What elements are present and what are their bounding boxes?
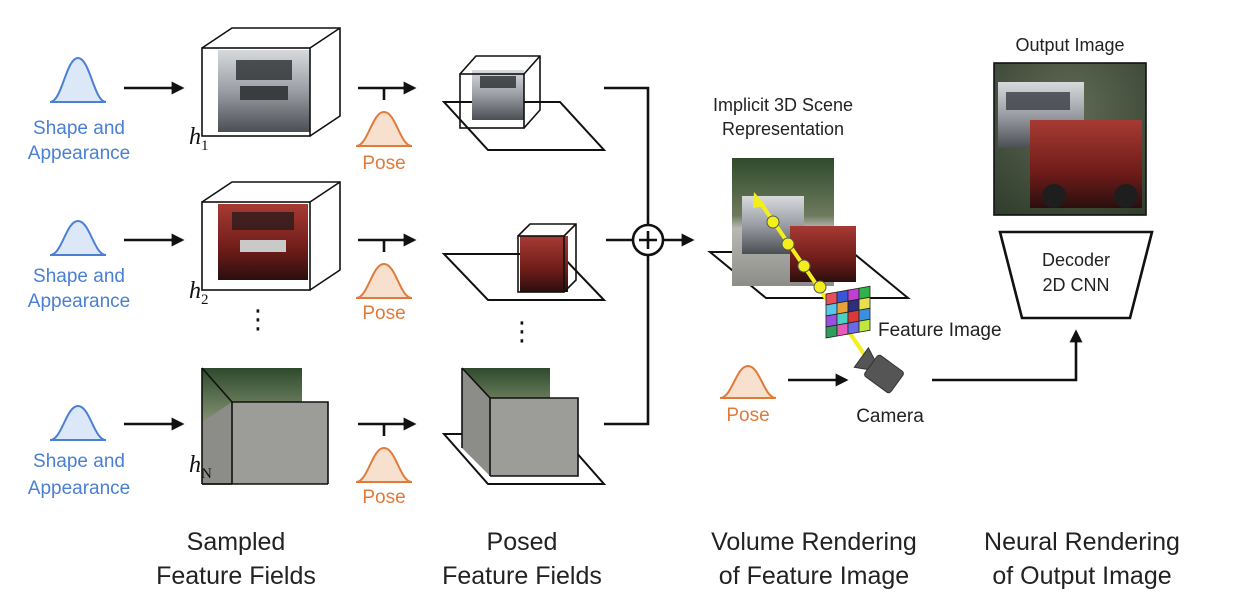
- feature-image-label: Feature Image: [878, 320, 1002, 341]
- decoder-label-line1: Decoder: [1042, 250, 1110, 270]
- stage-caption-sampled-line1: Sampled: [187, 528, 286, 556]
- pose-row-3: Pose: [355, 417, 417, 508]
- pose-label: Pose: [362, 153, 405, 174]
- shape-appearance-row-3: Shape and Appearance: [28, 404, 130, 499]
- stage-caption-sampled-line2: Feature Fields: [156, 562, 316, 590]
- camera-icon: [853, 346, 904, 394]
- arrow: [932, 329, 1083, 382]
- pose-gaussian-icon: [355, 446, 413, 483]
- pose-gaussian-icon: [719, 364, 777, 399]
- camera-pose: Pose: [719, 364, 849, 426]
- shape-appearance-label-line1: Shape and: [33, 118, 125, 139]
- shape-appearance-label-line2: Appearance: [28, 478, 130, 499]
- shape-appearance-label-line1: Shape and: [33, 451, 125, 472]
- pose-label: Pose: [726, 405, 769, 426]
- sampled-field-1: [201, 27, 341, 137]
- sum-operator-icon: [631, 223, 665, 257]
- stage-caption-neural-line2: of Output Image: [992, 562, 1171, 590]
- shape-appearance-row-2: Shape and Appearance: [28, 219, 130, 312]
- latent-h1: h1: [189, 124, 209, 154]
- pose-label: Pose: [362, 487, 405, 508]
- feature-image-grid: [825, 285, 871, 339]
- stage-caption-neural-line1: Neural Rendering: [984, 528, 1180, 556]
- decoder-block: Decoder 2D CNN: [998, 230, 1154, 320]
- sampled-field-3: [201, 367, 329, 485]
- sampled-field-2: [201, 181, 341, 291]
- ellipsis-vertical: ⋮: [509, 316, 535, 346]
- feature-grid-cell: [825, 324, 838, 339]
- decoder-label-line2: 2D CNN: [1042, 275, 1109, 295]
- pose-gaussian-icon: [355, 262, 413, 299]
- gaussian-icon: [49, 219, 107, 256]
- gaussian-icon: [49, 404, 107, 441]
- red-car-image: [790, 226, 856, 282]
- shape-appearance-label-line2: Appearance: [28, 143, 130, 164]
- scene-label-line1: Implicit 3D Scene: [713, 95, 853, 115]
- feature-grid-cell: [858, 318, 871, 333]
- posed-field-2: [441, 223, 607, 301]
- posed-field-1: [441, 55, 607, 151]
- composition-wires: [604, 86, 650, 426]
- latent-hN: hN: [189, 452, 212, 482]
- stage-caption-volume-line2: of Feature Image: [719, 562, 909, 590]
- pose-label: Pose: [362, 303, 405, 324]
- posed-field-3: [441, 367, 607, 485]
- red-car-image: [520, 236, 568, 292]
- latent-h2: h2: [189, 278, 209, 308]
- output-image: [993, 62, 1147, 216]
- feature-grid-cell: [836, 322, 849, 337]
- pose-row-1: Pose: [355, 81, 417, 174]
- shape-appearance-label-line1: Shape and: [33, 266, 125, 287]
- pose-row-2: Pose: [355, 233, 417, 324]
- shape-appearance-label-line2: Appearance: [28, 291, 130, 312]
- stage-caption-volume-line1: Volume Rendering: [711, 528, 917, 556]
- stage-caption-posed-line2: Feature Fields: [442, 562, 602, 590]
- output-image-label: Output Image: [1015, 35, 1124, 55]
- ellipsis-vertical: ⋮: [245, 304, 271, 334]
- feature-grid-cell: [847, 320, 860, 335]
- camera-label: Camera: [856, 406, 924, 427]
- stage-caption-posed-line1: Posed: [487, 528, 558, 556]
- gaussian-icon: [49, 56, 107, 103]
- shape-appearance-row-1: Shape and Appearance: [28, 56, 130, 164]
- pose-gaussian-icon: [355, 110, 413, 147]
- scene-label-line2: Representation: [722, 119, 844, 139]
